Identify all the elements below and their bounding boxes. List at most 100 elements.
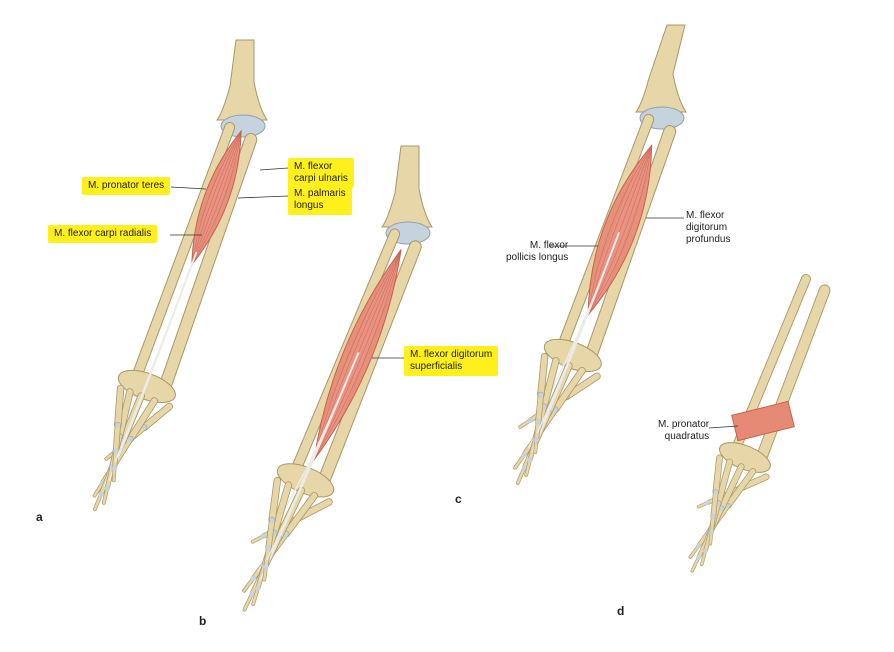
finger-joint	[141, 424, 147, 431]
finger-joint	[263, 564, 269, 570]
finger-joint	[249, 591, 255, 597]
finger-joint	[527, 457, 533, 463]
tendon	[536, 232, 620, 434]
finger-bone	[691, 556, 700, 573]
muscle-fiber	[587, 145, 652, 316]
finger-bone	[283, 492, 318, 537]
finger-bone	[563, 373, 600, 400]
finger-joint	[710, 513, 716, 519]
panel-letter-c: c	[455, 492, 462, 506]
finger-joint	[705, 500, 710, 506]
muscle-fiber	[313, 249, 402, 461]
panel-letter-b: b	[199, 614, 207, 628]
finger-joint	[521, 465, 528, 471]
label-pronator-teres: M. pronator teres	[82, 177, 171, 195]
finger-bone	[266, 517, 275, 551]
finger-bone	[711, 490, 718, 519]
muscle-fiber	[313, 249, 402, 461]
finger-joint	[104, 485, 110, 492]
label-pronator-quadratus: M. pronator quadratus	[658, 419, 710, 442]
finger-joint	[696, 555, 701, 560]
muscle-fiber	[587, 145, 652, 315]
finger-joint	[719, 506, 724, 511]
finger-joint	[255, 585, 261, 592]
panel-letter-d: d	[617, 604, 625, 618]
muscle-fiber	[191, 130, 242, 265]
finger-bone	[127, 398, 158, 442]
finger-bone	[541, 357, 559, 410]
finger-bone	[113, 422, 121, 454]
finger-bone	[243, 592, 254, 611]
label-flexor-carpi-radialis: M. flexor carpi radialis	[48, 225, 158, 243]
tendon	[114, 251, 198, 463]
panel-c-illustration	[513, 24, 687, 485]
muscle-fiber	[191, 130, 242, 265]
humerus-bone	[216, 39, 268, 121]
finger-joint	[527, 417, 533, 423]
finger-bone	[264, 546, 271, 569]
finger-joint	[98, 491, 104, 497]
finger-joint	[265, 545, 272, 551]
panel-d-illustration	[688, 273, 831, 573]
finger-bone	[251, 587, 260, 606]
finger-bone	[709, 514, 715, 535]
finger-joint	[521, 452, 527, 458]
finger-joint	[269, 517, 275, 523]
radius-bone	[160, 134, 257, 390]
humerus-bone	[635, 24, 687, 113]
pronator-quadratus-muscle	[731, 400, 795, 442]
label-palmaris-longus: M. palmaris longus	[288, 185, 352, 215]
label-flexor-digitorum-profundus: M. flexor digitorum profundus	[686, 210, 731, 245]
finger-joint	[250, 575, 256, 581]
muscle-fiber	[191, 130, 242, 265]
leader-lines	[170, 167, 739, 429]
finger-bone	[114, 385, 124, 429]
finger-joint	[260, 533, 266, 540]
finger-joint	[533, 437, 540, 443]
panel-a-illustration	[92, 39, 268, 511]
finger-bone	[535, 392, 544, 424]
ulna-bone	[133, 122, 235, 378]
finger-joint	[127, 436, 134, 442]
finger-joint	[115, 422, 121, 428]
leader-line	[237, 195, 289, 199]
finger-joint	[112, 465, 118, 471]
leader-line	[708, 425, 739, 429]
finger-bone	[516, 466, 526, 485]
muscle-fiber	[191, 130, 242, 265]
finger-joint	[713, 489, 719, 495]
leader-line	[170, 186, 207, 190]
finger-joint	[113, 448, 119, 454]
humerus-bone	[381, 145, 433, 228]
panel-letter-a: a	[36, 510, 43, 524]
finger-joint	[703, 548, 708, 554]
finger-bone	[537, 353, 548, 398]
finger-joint	[696, 543, 701, 549]
leader-line	[259, 167, 289, 171]
label-flexor-carpi-ulnaris: M. flexor carpi ulnaris	[288, 158, 354, 188]
finger-bone	[269, 477, 281, 524]
muscle-fiber	[587, 145, 652, 316]
muscle-fiber	[191, 130, 242, 265]
finger-bone	[271, 482, 292, 536]
finger-bone	[93, 493, 103, 511]
finger-bone	[715, 459, 733, 506]
muscle-fiber	[313, 249, 402, 461]
radius-bone	[319, 241, 421, 485]
finger-joint	[535, 418, 541, 425]
finger-bone	[141, 403, 173, 431]
tendon	[266, 352, 360, 561]
muscle-fiber	[587, 145, 652, 316]
finger-bone	[713, 455, 723, 495]
label-flexor-pollicis-longus: M. flexor pollicis longus	[506, 240, 569, 263]
finger-bone	[725, 468, 756, 509]
label-flexor-digitorum-superficialis: M. flexor digitorum superficialis	[404, 346, 499, 376]
finger-bone	[552, 367, 585, 413]
panel-b-illustration	[242, 145, 433, 612]
finger-bone	[116, 389, 133, 440]
finger-bone	[534, 419, 541, 442]
finger-joint	[538, 392, 544, 398]
finger-bone	[719, 464, 744, 511]
